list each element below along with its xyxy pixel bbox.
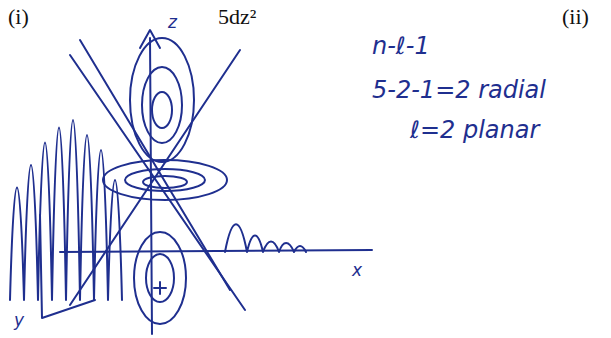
part-label: (ii) [562,6,589,28]
orbital-name: 5dz² [218,6,256,28]
axis-label: y [14,312,24,329]
sign [159,282,161,294]
wave-scribble [225,224,306,252]
radial-node [142,67,182,143]
part-label: (i) [8,6,29,28]
torus [125,169,205,191]
upper-lobe [130,38,194,162]
radial-node [146,254,174,302]
wave-scribble [10,120,122,300]
planar-note: ℓ=2 planar [410,118,539,142]
radial-note: 5-2-1=2 radial [372,78,546,102]
radial-node [152,92,172,128]
formula-note: n-ℓ-1 [372,34,430,58]
axis-label: z [168,14,177,31]
torus [103,160,227,200]
axis-label: x [352,262,362,279]
torus [143,176,187,188]
lower-lobe [134,232,186,324]
